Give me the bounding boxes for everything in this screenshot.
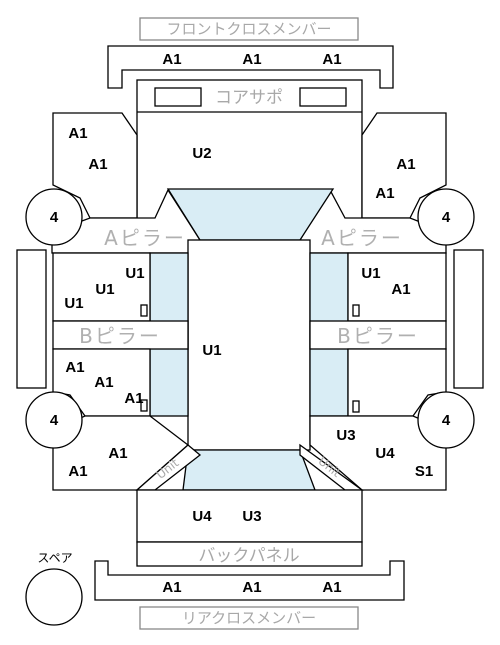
rear-cross-member-label: リアクロスメンバー — [182, 609, 316, 627]
front-door-left-code-a: U1 — [125, 265, 144, 282]
b-pillar-right-label: Bピラー — [337, 324, 419, 348]
front-bumper-code-left: A1 — [162, 51, 181, 68]
wheel-front-left-code: 4 — [50, 209, 59, 226]
wheel-rear-left-code: 4 — [50, 412, 59, 429]
rear-cross-member-box — [139, 606, 359, 630]
core-support-label: コアサポ — [215, 88, 283, 108]
trunk-lid — [136, 489, 363, 543]
roof-code: U1 — [202, 342, 221, 359]
front-bumper-code-center: A1 — [242, 51, 261, 68]
front-fender-right — [361, 112, 447, 219]
hood-code: U2 — [192, 145, 211, 162]
rear-quarter-left-code-a: A1 — [108, 445, 127, 462]
a-pillar-left-label: Aピラー — [104, 226, 186, 250]
rear-door-left-handle — [140, 399, 148, 412]
headlight-left — [154, 87, 202, 107]
rear-door-left-code-a: A1 — [65, 359, 84, 376]
wheel-rear-right — [417, 391, 475, 449]
front-door-left — [52, 252, 151, 322]
rear-quarter-right-code-c: S1 — [415, 463, 433, 480]
rear-door-left-code-b: A1 — [94, 374, 113, 391]
front-cross-member-box — [139, 17, 359, 41]
front-cross-member-label: フロントクロスメンバー — [166, 20, 331, 38]
spare-tire — [25, 568, 83, 626]
front-fender-right-code-lower: A1 — [375, 185, 394, 202]
rear-quarter-left-code-b: A1 — [68, 463, 87, 480]
trunk-code-a: U4 — [192, 508, 212, 525]
wheel-front-left — [25, 188, 83, 246]
rear-bumper-code-left: A1 — [162, 579, 181, 596]
rear-glass — [182, 449, 316, 491]
a-pillar-right-label: Aピラー — [321, 226, 403, 250]
wheel-rear-left — [25, 391, 83, 449]
back-panel-label: バックパネル — [198, 546, 299, 566]
rear-quarter-right-code-a: U3 — [336, 427, 355, 444]
rocker-panel-right — [453, 249, 484, 389]
front-door-right-code-a: U1 — [361, 265, 380, 282]
front-bumper-code-right: A1 — [322, 51, 341, 68]
front-door-right-code-b: A1 — [391, 281, 410, 298]
rear-quarter-right-code-b: U4 — [375, 445, 395, 462]
front-door-right — [347, 252, 447, 322]
front-door-left-code-b: U1 — [95, 281, 114, 298]
spare-label: スペア — [37, 551, 72, 565]
wheel-front-right-code: 4 — [442, 209, 451, 226]
rear-door-left-code-c: A1 — [124, 390, 143, 407]
b-pillar-left — [52, 320, 189, 350]
front-fender-left-code-upper: A1 — [68, 125, 87, 142]
front-fender-left-code-lower: A1 — [88, 156, 107, 173]
rear-bumper-code-right: A1 — [322, 579, 341, 596]
rear-door-right-handle — [352, 400, 360, 413]
rocker-panel-left — [16, 249, 47, 389]
rear-bumper-code-center: A1 — [242, 579, 261, 596]
front-fender-right-code-upper: A1 — [396, 156, 415, 173]
headlight-right — [299, 87, 347, 107]
back-panel — [136, 541, 363, 567]
front-door-left-handle — [140, 304, 148, 317]
rear-bumper — [94, 560, 405, 601]
front-door-right-handle — [352, 304, 360, 317]
wheel-rear-right-code: 4 — [442, 412, 451, 429]
trunk-code-b: U3 — [242, 508, 261, 525]
front-bumper — [107, 45, 394, 89]
front-door-left-code-c: U1 — [64, 295, 83, 312]
wheel-front-right — [417, 188, 475, 246]
b-pillar-left-label: Bピラー — [79, 324, 161, 348]
